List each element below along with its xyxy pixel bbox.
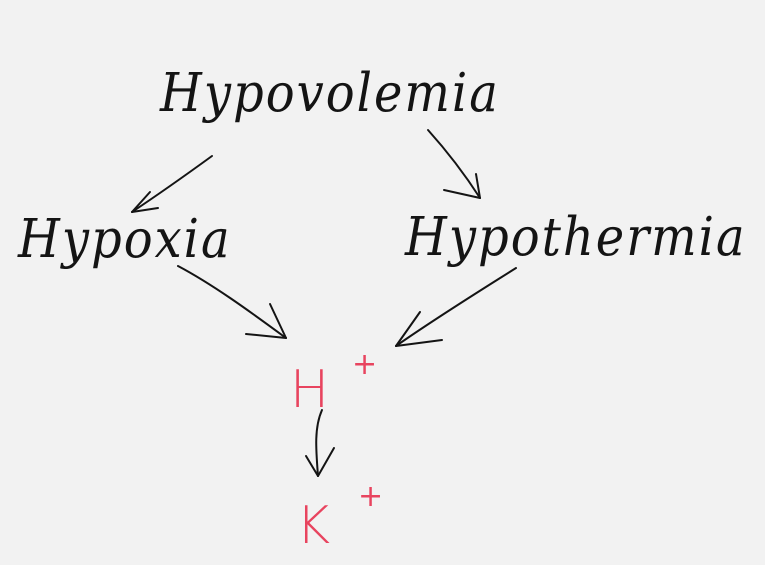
node-hypovolemia: Hypovolemia <box>160 61 500 125</box>
node-hypothermia: Hypothermia <box>405 205 747 269</box>
node-k-ion-charge: + <box>358 479 384 514</box>
arrow-hypoxia-to-h-ion <box>177 265 287 339</box>
arrow-h-ion-to-k-ion <box>305 409 335 477</box>
node-h-ion-charge: + <box>352 347 378 382</box>
arrow-hypovolemia-to-hypoxia <box>131 155 213 213</box>
node-hypoxia: Hypoxia <box>18 207 232 271</box>
arrow-hypothermia-to-h-ion <box>395 267 517 347</box>
node-h-ion-symbol: H <box>290 360 330 420</box>
node-k-ion-symbol: K <box>296 496 331 556</box>
arrow-hypovolemia-to-hypothermia <box>427 129 481 199</box>
